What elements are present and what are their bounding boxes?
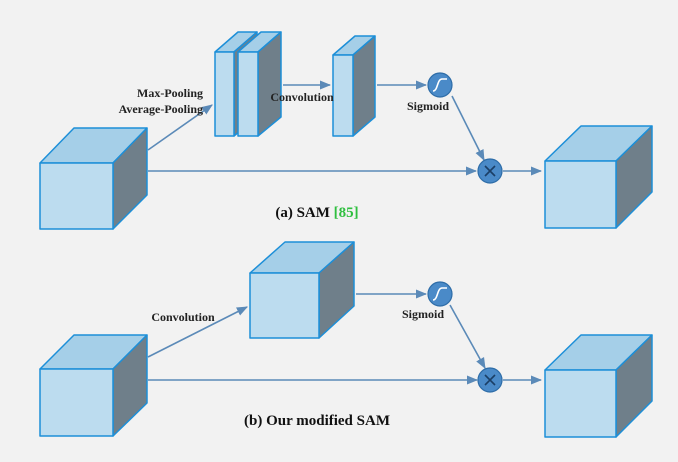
arrow-input-to-pooling — [147, 104, 213, 151]
multiply-icon — [484, 374, 496, 386]
conv-output-cube-b — [249, 241, 355, 339]
conv-label-b: Convolution — [151, 310, 215, 324]
sigmoid-node-b — [427, 281, 453, 307]
caption-a-text: (a) SAM — [275, 205, 333, 221]
conv-output-map-a — [332, 35, 376, 137]
sigmoid-curve-icon — [432, 287, 447, 301]
average-pooled-map — [237, 31, 282, 137]
pooled-feature-maps — [214, 31, 282, 137]
diagram-a-arrows — [147, 80, 543, 176]
multiply-icon — [484, 165, 496, 177]
arrow-sigmoid-to-multiply-b — [449, 304, 486, 369]
multiply-node-a — [477, 158, 503, 184]
output-feature-cube-b — [544, 334, 653, 438]
diagram-b-arrows — [147, 289, 543, 385]
caption-b: (b) Our modified SAM — [244, 413, 390, 429]
conv-label-a: Convolution — [270, 90, 334, 104]
sigmoid-label-b: Sigmoid — [402, 307, 444, 321]
input-feature-cube-b — [39, 334, 148, 437]
output-feature-cube-a — [544, 125, 653, 229]
multiply-node-b — [477, 367, 503, 393]
arrow-sigmoid-to-multiply — [451, 95, 485, 162]
sigmoid-node-a — [427, 72, 453, 98]
caption-a-citation: [85] — [334, 205, 359, 221]
diagram-a: Max-Pooling Average-Pooling Convolution … — [39, 31, 653, 230]
sigmoid-curve-icon — [432, 78, 447, 92]
pooling-label-line1: Max-Pooling — [137, 86, 203, 100]
input-feature-cube-a — [39, 127, 148, 230]
diagram-b: Convolution Sigmoid (b) Our modified SAM — [39, 241, 653, 438]
sigmoid-label-a: Sigmoid — [407, 99, 449, 113]
pooling-label-line2: Average-Pooling — [119, 102, 203, 116]
caption-a: (a) SAM [85] — [275, 205, 358, 221]
arrow-input-to-conv-b — [147, 306, 248, 358]
